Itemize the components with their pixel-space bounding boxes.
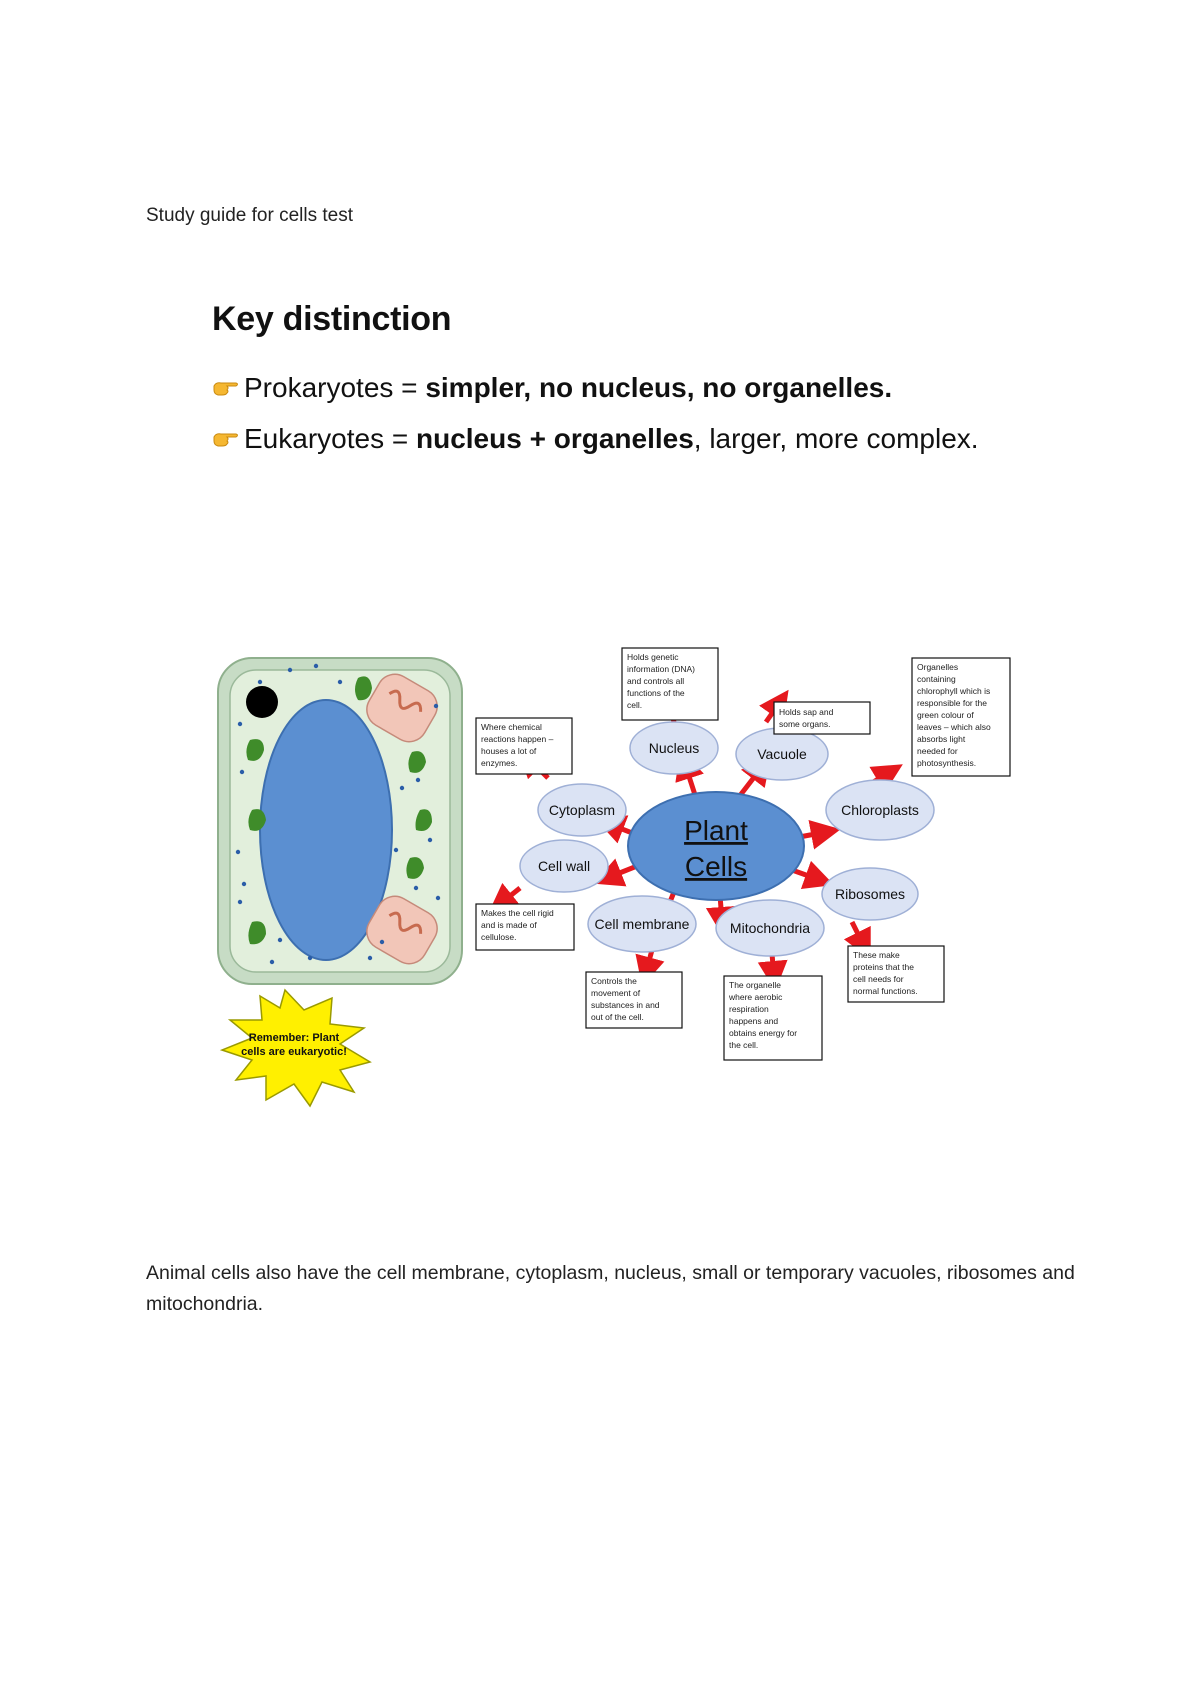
svg-text:movement of: movement of bbox=[591, 988, 641, 998]
svg-text:Controls the: Controls the bbox=[591, 976, 637, 986]
eukaryotes-line: Eukaryotes = nucleus + organelles, large… bbox=[212, 423, 979, 455]
key-distinction-heading: Key distinction bbox=[212, 300, 451, 339]
starburst-line-2: cells are eukaryotic! bbox=[241, 1046, 347, 1058]
svg-text:respiration: respiration bbox=[729, 1004, 769, 1014]
svg-text:houses a lot of: houses a lot of bbox=[481, 746, 537, 756]
svg-text:functions of the: functions of the bbox=[627, 688, 685, 698]
bubble-cytoplasm: Cytoplasm bbox=[549, 802, 615, 818]
svg-text:cell.: cell. bbox=[627, 700, 642, 710]
bubble-mitochondria: Mitochondria bbox=[730, 920, 810, 936]
bubble-ribosomes: Ribosomes bbox=[835, 886, 905, 902]
bubble-chloroplasts: Chloroplasts bbox=[841, 802, 919, 818]
svg-text:photosynthesis.: photosynthesis. bbox=[917, 758, 976, 768]
plant-cells-center: Plant Cells bbox=[628, 792, 804, 900]
svg-text:information (DNA): information (DNA) bbox=[627, 664, 695, 674]
svg-text:chlorophyll which is: chlorophyll which is bbox=[917, 686, 990, 696]
pointing-hand-icon bbox=[212, 423, 244, 455]
svg-text:reactions happen –: reactions happen – bbox=[481, 734, 554, 744]
svg-text:The organelle: The organelle bbox=[729, 980, 781, 990]
center-line-1: Plant bbox=[684, 815, 748, 846]
svg-text:needed for: needed for bbox=[917, 746, 958, 756]
starburst-line-1: Remember: Plant bbox=[249, 1032, 340, 1044]
svg-text:and is made of: and is made of bbox=[481, 920, 537, 930]
svg-text:Holds sap and: Holds sap and bbox=[779, 707, 834, 717]
svg-text:cell needs for: cell needs for bbox=[853, 974, 904, 984]
svg-text:These make: These make bbox=[853, 950, 900, 960]
svg-text:obtains energy for: obtains energy for bbox=[729, 1028, 797, 1038]
svg-text:Where chemical: Where chemical bbox=[481, 722, 542, 732]
bubble-cell-membrane: Cell membrane bbox=[595, 916, 690, 932]
bubble-cell-wall: Cell wall bbox=[538, 858, 590, 874]
svg-text:out of the cell.: out of the cell. bbox=[591, 1012, 644, 1022]
plant-cell-figure: Remember: Plant cells are eukaryotic! Pl… bbox=[180, 640, 1040, 1110]
svg-text:containing: containing bbox=[917, 674, 956, 684]
svg-text:where aerobic: where aerobic bbox=[728, 992, 783, 1002]
svg-text:and controls all: and controls all bbox=[627, 676, 684, 686]
svg-text:some organs.: some organs. bbox=[779, 719, 831, 729]
plant-cell-drawing bbox=[218, 658, 462, 984]
document-title: Study guide for cells test bbox=[146, 205, 353, 227]
svg-text:enzymes.: enzymes. bbox=[481, 758, 517, 768]
bubble-vacuole: Vacuole bbox=[757, 746, 807, 762]
svg-text:happens and: happens and bbox=[729, 1016, 778, 1026]
pointing-hand-icon bbox=[212, 372, 244, 404]
remember-starburst: Remember: Plant cells are eukaryotic! bbox=[222, 990, 370, 1106]
svg-text:substances in and: substances in and bbox=[591, 1000, 660, 1010]
bubble-nucleus: Nucleus bbox=[649, 740, 700, 756]
center-line-2: Cells bbox=[685, 851, 747, 882]
animal-cells-note: Animal cells also have the cell membrane… bbox=[146, 1258, 1076, 1320]
svg-text:the cell.: the cell. bbox=[729, 1040, 758, 1050]
svg-text:green colour of: green colour of bbox=[917, 710, 974, 720]
svg-text:leaves – which also: leaves – which also bbox=[917, 722, 991, 732]
svg-text:Holds genetic: Holds genetic bbox=[627, 652, 679, 662]
svg-text:cellulose.: cellulose. bbox=[481, 932, 516, 942]
svg-text:Makes the cell rigid: Makes the cell rigid bbox=[481, 908, 554, 918]
svg-text:Organelles: Organelles bbox=[917, 662, 958, 672]
svg-text:proteins that the: proteins that the bbox=[853, 962, 914, 972]
nucleus-dot bbox=[246, 686, 278, 718]
svg-text:responsible for the: responsible for the bbox=[917, 698, 987, 708]
svg-text:normal functions.: normal functions. bbox=[853, 986, 918, 996]
svg-text:absorbs light: absorbs light bbox=[917, 734, 966, 744]
prokaryotes-line: Prokaryotes = simpler, no nucleus, no or… bbox=[212, 372, 892, 404]
